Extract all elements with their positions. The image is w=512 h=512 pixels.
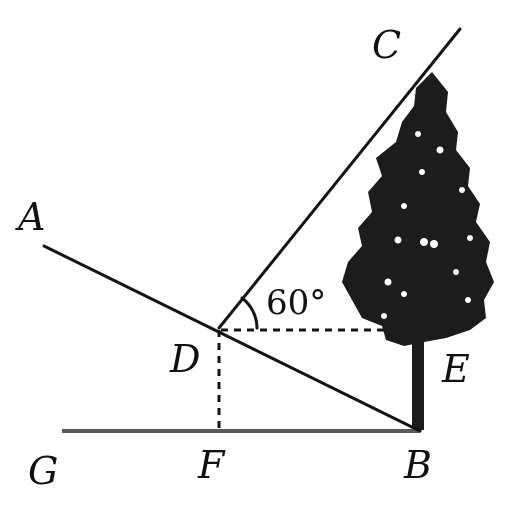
tree-highlights: [381, 131, 473, 319]
line-ab: [42, 244, 422, 433]
label-point-c: C: [372, 23, 401, 67]
label-point-f: F: [197, 443, 226, 487]
line-dc: [217, 27, 462, 330]
label-point-g: G: [28, 449, 58, 493]
label-point-d: D: [169, 337, 200, 381]
angle-arc: [240, 296, 259, 330]
tree: [342, 72, 494, 430]
tree-crown: [342, 72, 494, 346]
label-point-a: A: [15, 195, 45, 239]
angle-label: 60°: [266, 283, 326, 323]
label-point-e: E: [441, 347, 470, 391]
tree-trunk: [412, 330, 424, 430]
label-point-b: B: [403, 443, 432, 487]
